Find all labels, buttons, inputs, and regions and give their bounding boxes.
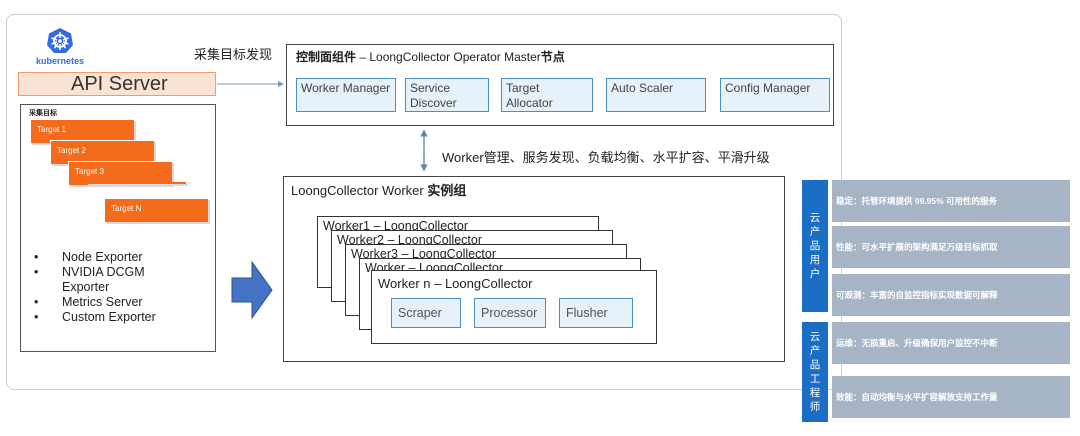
cloud-engineer-char: 品 <box>809 359 821 371</box>
exporter-item: NVIDIA DCGM Exporter <box>34 265 182 295</box>
master-title-mid: – LoongCollector Operator Master <box>356 50 541 64</box>
cloud-user-char: 产 <box>809 226 821 238</box>
big-blue-arrow <box>231 260 273 320</box>
cloud-user-char: 品 <box>809 240 821 252</box>
component-worker-manager: Worker Manager <box>296 78 396 112</box>
feature-performance: 性能：可水平扩展的架构满足万级目标抓取 <box>832 226 1070 268</box>
target-card: Target 2 <box>50 140 154 164</box>
kubernetes-logo-label: kubernetes <box>35 56 85 66</box>
component-config-manager: Config Manager <box>720 78 830 112</box>
cloud-user-label: 云 产 品 用 户 <box>802 180 828 312</box>
cloud-engineer-char: 产 <box>809 345 821 357</box>
api-server-box: API Server <box>18 72 216 96</box>
management-capabilities-label: Worker管理、服务发现、负载均衡、水平扩容、平滑升级 <box>442 150 770 165</box>
cloud-engineer-label: 云 产 品 工 程 师 <box>802 322 828 422</box>
targets-title: 采集目标 <box>29 110 57 117</box>
target-card: Target 1 <box>30 119 134 143</box>
cloud-engineer-char: 程 <box>809 387 821 399</box>
component-target-allocator: Target Allocator <box>501 78 593 112</box>
cloud-engineer-char: 工 <box>809 373 821 385</box>
stage-processor: Processor <box>474 298 546 328</box>
component-service-discover: Service Discover <box>405 78 489 112</box>
cloud-engineer-char: 师 <box>809 401 821 413</box>
target-card: Target N <box>104 198 208 222</box>
master-title-suffix: 节点 <box>540 50 565 64</box>
feature-stability: 稳定：托管环境提供 99.95% 可用性的服务 <box>832 180 1070 222</box>
target-card: Target 3 <box>68 161 172 185</box>
exporter-list: Node Exporter NVIDIA DCGM Exporter Metri… <box>34 250 214 325</box>
worker-card-label: Worker2 – LoongCollector <box>337 233 482 247</box>
cloud-user-char: 户 <box>809 268 821 280</box>
feature-observability: 可观测：丰富的自监控指标实现数据可解释 <box>832 274 1070 316</box>
feature-efficiency: 效能：自动均衡与水平扩容解放支持工作量 <box>832 376 1070 418</box>
worker-n-title: Worker n – LoongCollector <box>378 276 533 291</box>
feature-operations: 运维：无损重启、升级确保用户监控不中断 <box>832 322 1070 364</box>
kubernetes-helm-icon <box>47 28 73 53</box>
discover-label: 采集目标发现 <box>194 47 273 62</box>
exporter-item: Node Exporter <box>34 250 214 265</box>
worker-card-label: Worker3 – LoongCollector <box>351 247 496 261</box>
cloud-user-char: 用 <box>809 254 821 266</box>
stage-flusher: Flusher <box>559 298 633 328</box>
target-gap <box>86 182 186 184</box>
worker-group-title-bold: 实例组 <box>427 183 467 198</box>
worker-card-label: Worker1 – LoongCollector <box>323 219 468 233</box>
worker-group-title: LoongCollector Worker 实例组 <box>291 180 466 199</box>
stage-scraper: Scraper <box>391 298 461 328</box>
master-title: 控制面组件 – LoongCollector Operator Master节点 <box>296 48 565 65</box>
cloud-user-char: 云 <box>809 212 821 224</box>
component-auto-scaler: Auto Scaler <box>606 78 706 112</box>
cloud-engineer-char: 云 <box>809 331 821 343</box>
exporter-item: Metrics Server <box>34 295 214 310</box>
master-title-prefix: 控制面组件 <box>296 50 357 64</box>
exporter-item: Custom Exporter <box>34 310 214 325</box>
worker-group-title-prefix: LoongCollector Worker <box>291 183 428 198</box>
